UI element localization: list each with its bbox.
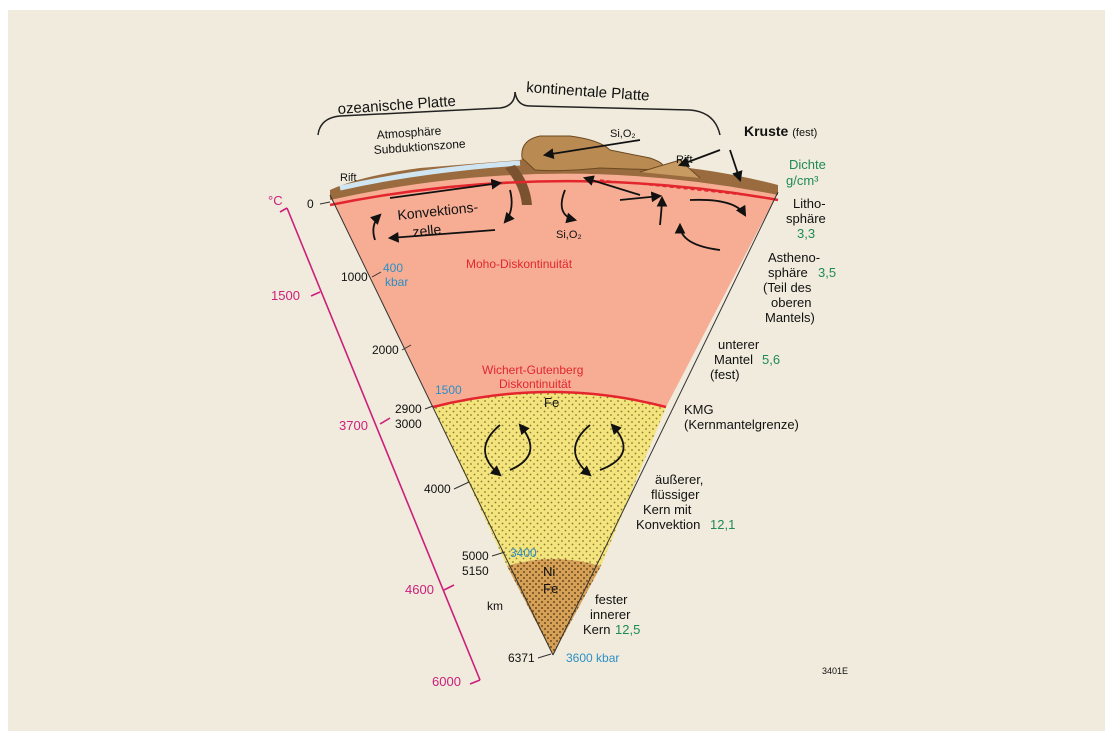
depth-2000: 2000 [372,343,399,357]
depth-6371: 6371 [508,651,535,665]
lower-mantle-density: 5,6 [762,352,780,367]
oceanic-plate-label: ozeanische Platte [337,93,456,118]
outer-core-label-1: äußerer, [655,472,703,487]
lower-mantle-label-3: (fest) [710,367,740,382]
outer-core-label-2: flüssiger [651,487,700,502]
outer-core-density: 12,1 [710,517,735,532]
astheno-label-3: (Teil des [763,280,812,295]
depth-2900: 2900 [395,402,422,416]
litho-label-2: sphäre [786,211,826,226]
rift-left-label: Rift [340,172,357,184]
ni-label: Ni [543,564,555,579]
inner-core-label-1: fester [595,592,628,607]
pressure-3400: 3400 [510,546,537,560]
astheno-label-2: sphäre [768,265,808,280]
figure-code: 3401E [822,666,848,676]
wichert-label-1: Wichert-Gutenberg [482,363,583,377]
inner-core-label-3: Kern [583,622,610,637]
litho-label-1: Litho- [793,196,826,211]
litho-density: 3,3 [797,226,815,241]
lower-mantle-label-1: unterer [718,337,760,352]
depth-4000: 4000 [424,482,451,496]
outer-core-label-4: Konvektion [636,517,700,532]
depth-1000: 1000 [341,270,368,284]
depth-5150: 5150 [462,564,489,578]
pressure-kbar: kbar [385,275,408,289]
fe-outer-label: Fe [544,395,559,410]
lower-mantle-label-2: Mantel [714,352,753,367]
kmg-label-1: KMG [684,402,714,417]
pressure-1500: 1500 [435,383,462,397]
depth-3000: 3000 [395,417,422,431]
temperature-3700: 3700 [339,418,368,433]
continental-plate-label: kontinentale Platte [526,79,650,105]
sio2-mid-label: Si,O₂ [556,229,582,241]
crust-label: Kruste (fest) [744,123,817,139]
outer-core-label-3: Kern mit [643,502,692,517]
temperature-1500: 1500 [271,288,300,303]
moho-label: Moho-Diskontinuität [466,257,573,271]
inner-core-density: 12,5 [615,622,640,637]
astheno-label-4: oberen [771,295,811,310]
km-unit: km [487,599,503,613]
sio2-top-label: Si,O₂ [610,128,636,140]
astheno-label-5: Mantels) [765,310,815,325]
temperature-unit: °C [268,193,283,208]
inner-core-label-2: innerer [590,607,631,622]
temperature-4600: 4600 [405,582,434,597]
astheno-density: 3,5 [818,265,836,280]
depth-5000: 5000 [462,549,489,563]
rift-right-label: Rift [676,154,693,166]
wichert-label-2: Diskontinuität [499,377,572,391]
pressure-400: 400 [383,261,403,275]
astheno-label-1: Astheno- [768,250,820,265]
convection-label-1: Konvektions- [397,199,479,223]
density-header-2: g/cm³ [786,173,819,188]
kmg-label-2: (Kernmantelgrenze) [684,417,799,432]
depth-0: 0 [307,197,314,211]
convection-label-2: zelle [412,221,443,240]
temperature-6000: 6000 [432,674,461,689]
pressure-3600: 3600 kbar [566,651,619,665]
fe-inner-label: Fe [543,581,558,596]
density-header-1: Dichte [789,157,826,172]
